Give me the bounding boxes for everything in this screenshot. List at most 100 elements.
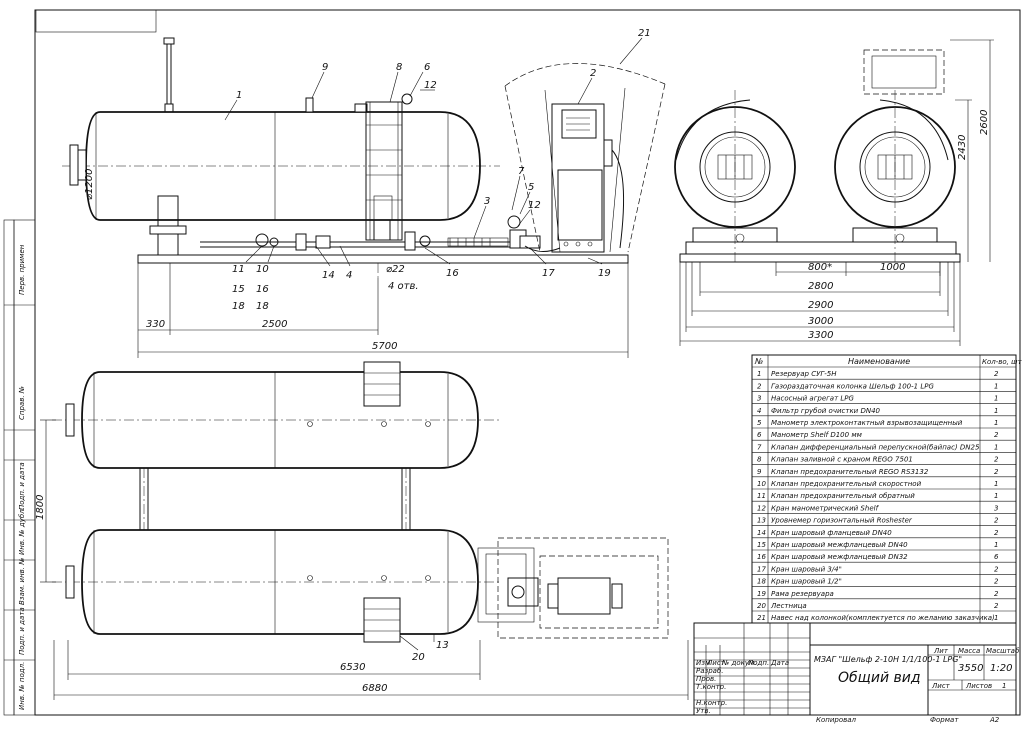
dim-6880: 6880 — [362, 683, 387, 694]
row-name: Кран манометрический Shelf — [771, 504, 880, 512]
row-qty: 1 — [994, 443, 998, 451]
table-header-name: Наименование — [848, 357, 910, 366]
side-label: Справ. № — [18, 386, 26, 420]
dim-2600: 2600 — [979, 110, 990, 135]
row-qty: 1 — [994, 492, 998, 500]
dim-1000: 1000 — [880, 262, 905, 273]
side-label: Перв. примен — [18, 244, 26, 295]
row-name: Газораздаточная колонка Шельф 100-1 LPG — [771, 382, 934, 390]
footer-format-val: А2 — [989, 716, 1000, 724]
side-stamp-labels: Перв. примен Справ. № Подп. и дата Инв. … — [18, 244, 26, 710]
tb-lit: Лит — [933, 647, 949, 655]
row-name: Клапан дифференциальный перепускной(байп… — [771, 443, 980, 451]
dim-2800: 2800 — [808, 281, 833, 292]
row-name: Клапан заливной с краном REGO 7501 — [771, 456, 913, 464]
row-name: Манометр Shelf D100 мм — [771, 431, 863, 439]
callout: 3 — [484, 196, 490, 207]
dim-1800: 1800 — [35, 495, 46, 520]
row-name: Кран шаровый межфланцевый DN32 — [771, 553, 908, 561]
callout: 15 — [232, 284, 245, 295]
frame-19 — [137, 254, 629, 264]
row-name: Кран шаровый 3/4" — [771, 565, 842, 573]
row-num: 17 — [757, 565, 766, 573]
table-header-num: № — [754, 357, 763, 366]
tb-col: Изм — [696, 659, 711, 667]
row-qty: 2 — [994, 456, 999, 464]
row-num: 8 — [757, 456, 762, 464]
front-view — [62, 37, 666, 278]
row-name: Резервуар СУГ-5Н — [771, 370, 837, 378]
tb-sheets: Листов — [965, 682, 992, 690]
sheet-frame — [3, 9, 1021, 716]
row-num: 2 — [757, 382, 762, 390]
end-tank-left — [674, 106, 796, 228]
row-qty: 1 — [994, 382, 998, 390]
dim-3000: 3000 — [808, 316, 833, 327]
row-qty: 6 — [994, 553, 999, 561]
tb-role: Утв. — [696, 707, 711, 715]
row-name: Кран шаровый межфланцевый DN40 — [771, 541, 908, 549]
row-num: 4 — [757, 407, 761, 415]
valve-9 — [305, 97, 314, 113]
callout: 18 — [256, 301, 269, 312]
row-name: Рама резервуара — [771, 590, 834, 598]
dim-330: 330 — [146, 319, 165, 330]
dim-2500: 2500 — [262, 319, 287, 330]
tb-scale: Масштаб — [986, 647, 1020, 655]
callout: 2 — [590, 68, 596, 79]
row-name: Манометр электроконтактный взрывозащищен… — [771, 419, 963, 427]
row-num: 1 — [757, 370, 761, 378]
front-callouts: 1 9 8 6 12 2 21 3 7 5 12 11 15 18 10 16 … — [224, 28, 651, 312]
row-name: Уровнемер горизонтальный Roshester — [771, 517, 913, 525]
plan-dimensions: 1800 6530 6880 20 13 — [35, 419, 689, 700]
callout: 20 — [412, 652, 425, 663]
tb-role: Разраб. — [696, 667, 724, 675]
row-name: Лестница — [770, 602, 807, 610]
dim-6530: 6530 — [340, 662, 365, 673]
row-num: 10 — [757, 480, 766, 488]
tb-name: Общий вид — [838, 670, 921, 686]
callout: 11 — [232, 264, 245, 275]
canopy-21 — [504, 63, 666, 253]
plan-view — [52, 361, 669, 643]
row-name: Клапан предохранительный скоростной — [771, 480, 922, 488]
dim-2900: 2900 — [808, 300, 833, 311]
row-num: 11 — [757, 492, 766, 500]
dim-3300: 3300 — [808, 330, 833, 341]
side-label: Взам. инв. № — [18, 557, 26, 605]
table-row: 13 Уровнемер горизонтальный Roshester 2 — [757, 517, 999, 525]
row-qty: 2 — [994, 517, 999, 525]
tb-sheet: Лист — [931, 682, 951, 690]
callout: 12 — [424, 80, 437, 91]
plan-tank-top — [81, 371, 479, 469]
row-num: 13 — [757, 517, 766, 525]
tb-role: Пров. — [696, 675, 716, 683]
callout: 13 — [436, 640, 449, 651]
side-label: Подп. и дата — [18, 607, 26, 655]
tb-mass: Масса — [958, 647, 980, 655]
row-name: Фильтр грубой очистки DN40 — [771, 407, 881, 415]
callout: 12 — [528, 200, 541, 211]
front-dimensions: 330 2500 5700 ⌀22 4 отв. ⌀1200 — [84, 169, 629, 358]
end-frame — [679, 253, 961, 263]
row-name: Кран шаровый фланцевый DN40 — [771, 529, 892, 537]
dim-diameter: ⌀1200 — [84, 169, 95, 200]
row-qty: 1 — [994, 407, 998, 415]
callout: 19 — [598, 268, 611, 279]
dim-5700: 5700 — [372, 341, 397, 352]
